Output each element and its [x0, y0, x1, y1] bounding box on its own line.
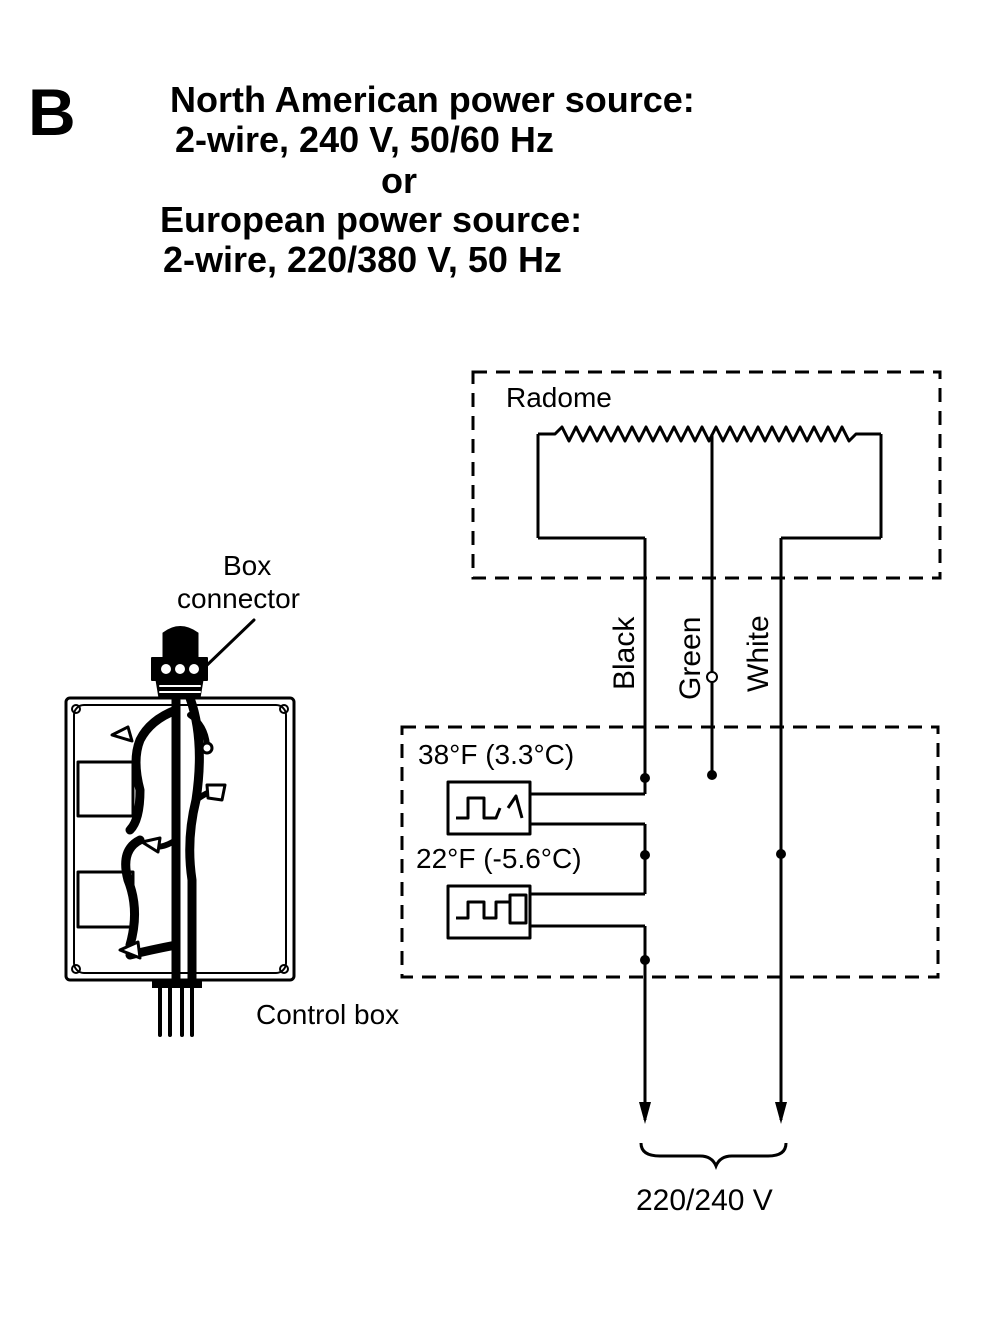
thermostat-22f-switch [446, 884, 532, 940]
box-connector-fitting [151, 626, 208, 699]
control-box-label: Control box [256, 999, 399, 1030]
box-connector-label-line-2: connector [177, 583, 300, 614]
control-box-labels: Box connector Control box [177, 550, 399, 1030]
green-wire-connector [706, 671, 718, 683]
thermostat-high-label: 38°F (3.3°C) [418, 739, 574, 770]
green-wire-label: Green [674, 617, 707, 700]
black-wire-label: Black [608, 616, 641, 690]
heading-line-4: European power source: [160, 199, 582, 240]
heading-line-1: North American power source: [170, 79, 695, 120]
box-connector-label-line-1: Box [223, 550, 271, 581]
box-connector-leader [202, 618, 256, 670]
radome-label: Radome [506, 382, 612, 413]
supply-voltage-label: 220/240 V [636, 1184, 773, 1217]
wire-labels: Black Green White [608, 615, 775, 700]
heading: North American power source: 2-wire, 240… [160, 79, 695, 280]
supply-arrows [639, 1102, 787, 1124]
heater-element [536, 425, 883, 540]
white-wire-label: White [742, 615, 775, 692]
junction-dots [640, 770, 786, 965]
thermostat-block-upper [76, 760, 135, 818]
radome-enclosure [471, 370, 942, 580]
heading-line-2: 2-wire, 240 V, 50/60 Hz [175, 119, 554, 160]
heading-line-3: or [381, 160, 417, 201]
panel-letter: B [28, 75, 76, 149]
thermostat-38f-switch [446, 780, 532, 836]
thermostat-labels: 38°F (3.3°C) 22°F (-5.6°C) [416, 739, 582, 874]
thermostat-circuit [446, 778, 647, 1120]
thermostat-low-label: 22°F (-5.6°C) [416, 843, 582, 874]
supply-brace [639, 1142, 788, 1171]
heading-line-5: 2-wire, 220/380 V, 50 Hz [163, 239, 562, 280]
control-box-illustration [64, 618, 296, 1037]
